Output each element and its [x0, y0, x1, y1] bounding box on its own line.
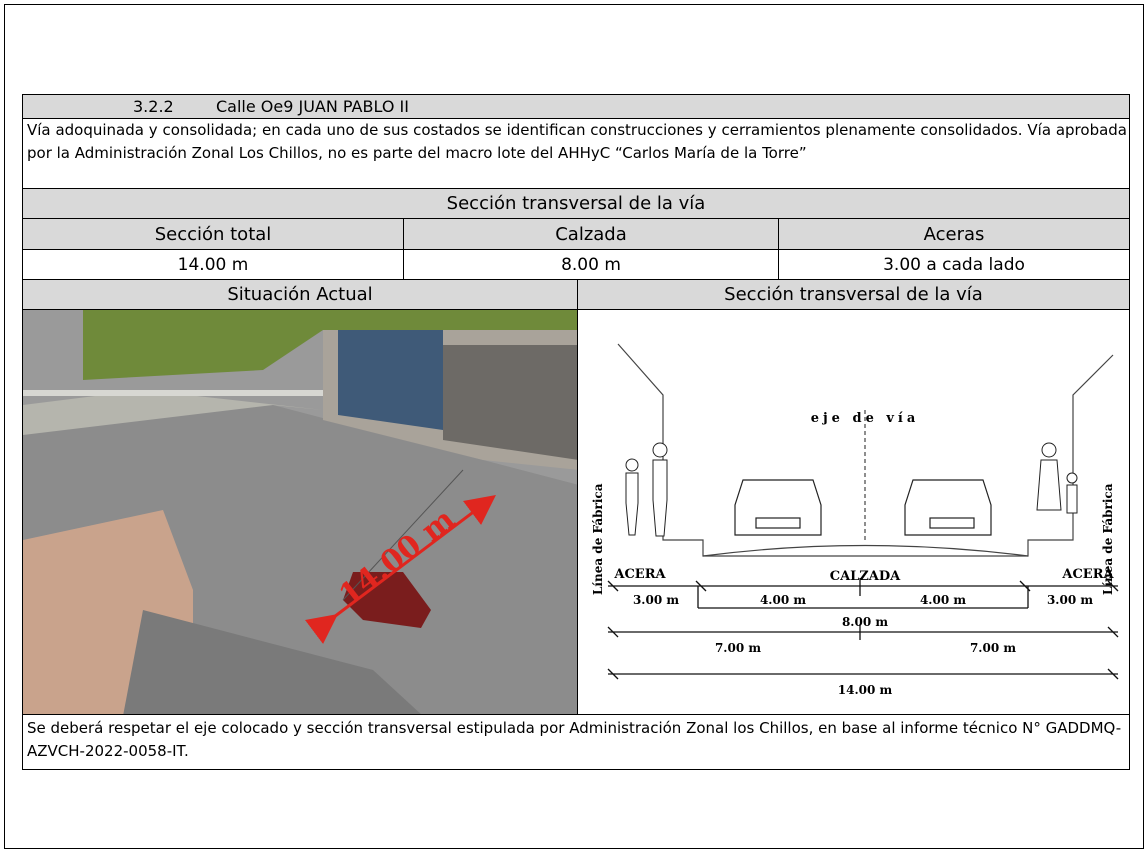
section-heading: 3.2.2 Calle Oe9 JUAN PABLO II: [22, 94, 1130, 119]
left-facade-label: Línea de Fábrica: [591, 483, 605, 595]
right-facade-label: Línea de Fábrica: [1101, 483, 1115, 595]
dimension-lines: [607, 578, 1119, 680]
grass-area: [83, 310, 577, 380]
dimension-arrow: [304, 494, 496, 645]
center-zone-label: CALZADA: [830, 569, 901, 584]
roof-bottom: [123, 610, 421, 714]
dim-half-left: 7.00 m: [715, 641, 761, 655]
cross-section-diagram: eje de vía Línea de Fábrica Línea de Fáb…: [577, 309, 1130, 715]
street-photo: 14.00 m: [22, 309, 578, 715]
value-total: 14.00 m: [22, 249, 404, 280]
cross-section-drawing: eje de vía Línea de Fábrica Línea de Fáb…: [591, 343, 1119, 697]
dim-total: 14.00 m: [838, 683, 893, 697]
cars: [734, 479, 992, 536]
value-calzada: 8.00 m: [403, 249, 779, 280]
dim-roadway: 8.00 m: [842, 615, 888, 629]
dim-lane-left: 4.00 m: [760, 593, 806, 607]
dim-sidewalk-left: 3.00 m: [633, 593, 679, 607]
section-title: Calle Oe9 JUAN PABLO II: [216, 97, 409, 116]
axis-label: eje de vía: [811, 411, 920, 426]
value-aceras: 3.00 a cada lado: [778, 249, 1130, 280]
col-calzada-header: Calzada: [403, 218, 779, 250]
section-number: 3.2.2: [133, 97, 174, 116]
right-zone-label: ACERA: [1061, 567, 1114, 582]
page-frame: [4, 4, 1144, 849]
pedestrians: [625, 442, 1078, 537]
dim-sidewalk-right: 3.00 m: [1047, 593, 1093, 607]
current-situation-header: Situación Actual: [22, 279, 578, 310]
dim-half-right: 7.00 m: [970, 641, 1016, 655]
dim-lane-right: 4.00 m: [920, 593, 966, 607]
diagram-header: Sección transversal de la vía: [577, 279, 1130, 310]
col-total-header: Sección total: [22, 218, 404, 250]
footer-note: Se deberá respetar el eje colocado y sec…: [22, 714, 1130, 770]
left-zone-label: ACERA: [613, 567, 666, 582]
col-aceras-header: Aceras: [778, 218, 1130, 250]
cross-section-header: Sección transversal de la vía: [22, 188, 1130, 219]
aerial-photo-illustration: 14.00 m: [23, 310, 577, 714]
section-description: Vía adoquinada y consolidada; en cada un…: [22, 118, 1130, 189]
